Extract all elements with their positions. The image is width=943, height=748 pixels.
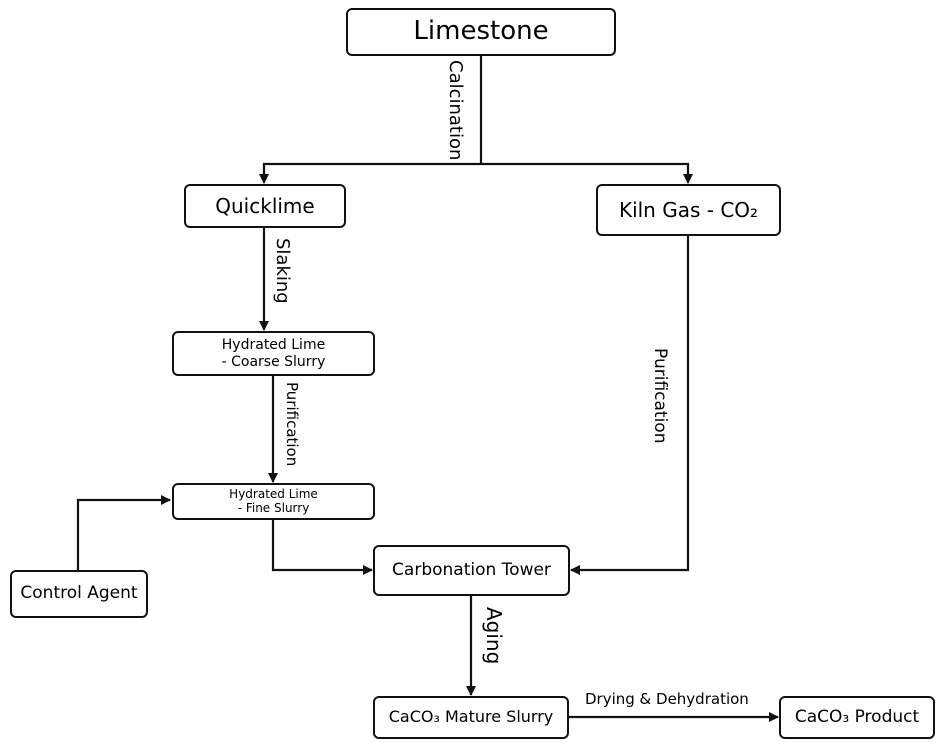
node-mature-slurry: CaCO₃ Mature Slurry <box>373 696 569 739</box>
node-kiln-gas-label: Kiln Gas - CO₂ <box>618 197 759 222</box>
arrow-kiln-gas-to-tower <box>570 236 690 575</box>
node-limestone-label: Limestone <box>413 16 549 47</box>
label-slaking: Slaking <box>272 238 293 304</box>
node-product-label: CaCO₃ Product <box>794 706 920 727</box>
arrow-control-agent-to-fine <box>76 495 171 570</box>
node-hydrated-fine: Hydrated Lime - Fine Slurry <box>172 483 375 520</box>
node-quicklime-label: Quicklime <box>215 193 315 218</box>
arrow-limestone-to-quicklime <box>259 162 481 184</box>
node-control-agent: Control Agent <box>10 570 148 618</box>
node-hydrated-coarse-line2: - Coarse Slurry <box>221 353 326 370</box>
node-kiln-gas: Kiln Gas - CO₂ <box>596 184 781 236</box>
node-hydrated-fine-line2: - Fine Slurry <box>237 500 310 515</box>
node-limestone: Limestone <box>346 8 616 56</box>
node-hydrated-coarse-line1: Hydrated Lime <box>221 337 326 354</box>
node-hydrated-coarse: Hydrated Lime - Coarse Slurry <box>172 331 375 376</box>
node-product: CaCO₃ Product <box>779 696 935 739</box>
node-quicklime: Quicklime <box>184 184 346 228</box>
node-control-agent-label: Control Agent <box>20 583 138 604</box>
label-aging: Aging <box>482 607 506 665</box>
node-hydrated-fine-line1: Hydrated Lime <box>229 486 318 501</box>
node-carbonation-tower-label: Carbonation Tower <box>392 559 551 580</box>
node-carbonation-tower: Carbonation Tower <box>373 545 570 596</box>
label-calcination: Calcination <box>445 60 466 161</box>
arrow-fine-to-tower <box>271 520 373 575</box>
node-mature-slurry-label: CaCO₃ Mature Slurry <box>388 707 554 727</box>
arrow-limestone-to-kiln-gas <box>481 162 693 184</box>
label-purification-gas: Purification <box>650 348 670 444</box>
label-drying: Drying & Dehydration <box>585 690 749 708</box>
label-purification-lime: Purification <box>283 382 301 467</box>
